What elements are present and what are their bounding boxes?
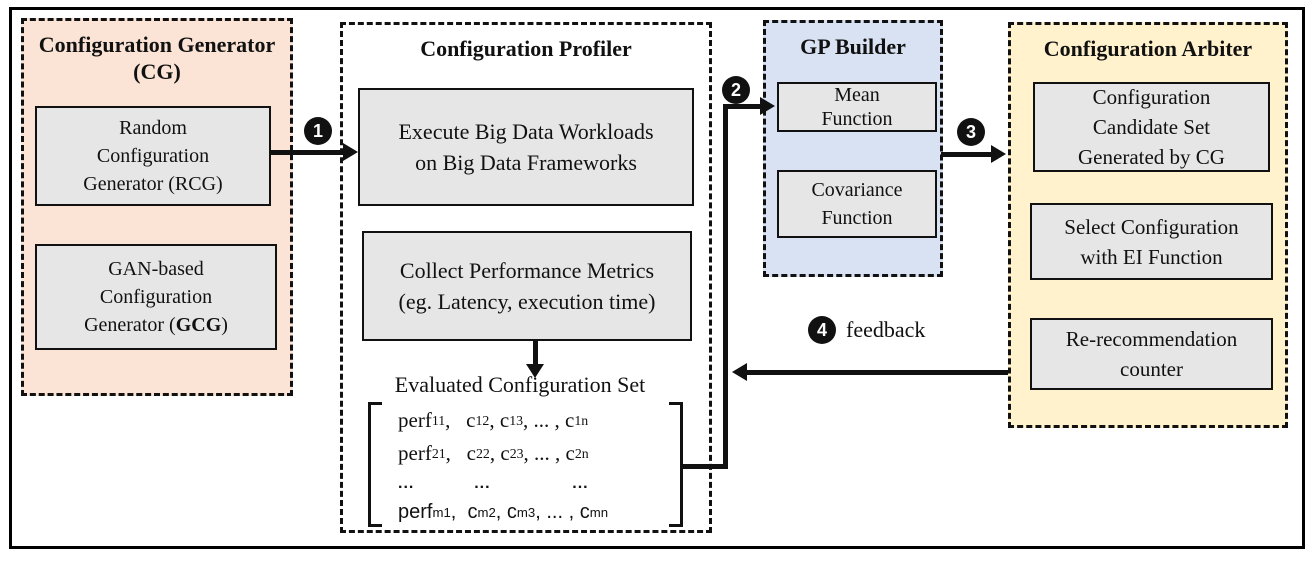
step1-arrow-line — [271, 150, 347, 155]
feedback-arrowhead-icon — [732, 363, 747, 381]
counter-line1: Re-recommendation — [1065, 327, 1238, 351]
step3-badge: 3 — [957, 118, 985, 146]
gp-builder-panel-title: GP Builder — [800, 34, 906, 59]
arbiter-panel-title: Configuration Arbiter — [1043, 36, 1253, 61]
collect-metrics-box: Collect Performance Metrics (eg. Latency… — [362, 231, 692, 341]
collect-to-set-arrow-line — [533, 341, 538, 367]
covariance-line1: Covariance — [811, 179, 903, 201]
candidate-line2: Candidate Set — [1092, 115, 1211, 139]
rcg-line3: Generator (RCG) — [83, 173, 223, 195]
covariance-line2: Function — [821, 207, 893, 229]
mean-line2: Function — [821, 108, 893, 130]
step3-arrow-line — [941, 152, 994, 157]
rcg-box: Random Configuration Generator (RCG) — [35, 106, 271, 206]
step2-arrow-top-segment — [723, 104, 762, 109]
select-line1: Select Configuration — [1064, 214, 1239, 239]
gcg-line1: GAN-based — [108, 258, 204, 280]
execute-workloads-box: Execute Big Data Workloads on Big Data F… — [358, 88, 694, 206]
gcg-box: GAN-based Configuration Generator (GCG) — [35, 244, 277, 350]
gcg-line3: Generator (GCG) — [84, 314, 228, 336]
profiler-panel-title: Configuration Profiler — [420, 36, 632, 61]
step2-badge: 2 — [722, 76, 750, 104]
execute-line2: on Big Data Frameworks — [415, 150, 637, 175]
mean-line1: Mean — [834, 84, 880, 106]
feedback-arrow-line — [745, 370, 1008, 375]
rerecommendation-counter-box: Re-recommendation counter — [1030, 318, 1273, 390]
matrix-row-ellipsis: ... ... ... — [398, 474, 589, 492]
step3-arrowhead-icon — [991, 145, 1006, 163]
select-configuration-box: Select Configuration with EI Function — [1030, 203, 1273, 280]
panel-configuration-generator: Configuration Generator (CG) Random Conf… — [21, 18, 293, 396]
panel-configuration-profiler: Configuration Profiler Execute Big Data … — [340, 22, 712, 533]
step2-arrowhead-icon — [760, 97, 775, 115]
cg-title-line1: Configuration Generator — [38, 32, 276, 57]
evaluated-configuration-set-label: Evaluated Configuration Set — [394, 372, 646, 397]
collect-to-set-arrowhead-icon — [526, 364, 544, 378]
select-line2: with EI Function — [1080, 244, 1223, 269]
candidate-line3: Generated by CG — [1078, 145, 1225, 169]
collect-line1: Collect Performance Metrics — [399, 258, 655, 283]
feedback-label: feedback — [846, 317, 926, 342]
rcg-line1: Random — [119, 117, 187, 139]
outer-frame — [9, 7, 1305, 549]
step4-badge: 4 — [808, 316, 836, 344]
step1-arrowhead-icon — [343, 143, 358, 161]
step1-badge: 1 — [304, 117, 332, 145]
cg-panel-title: Configuration Generator (CG) — [24, 31, 290, 85]
candidate-line1: Configuration — [1092, 85, 1211, 109]
panel-configuration-arbiter: Configuration Arbiter Configuration Cand… — [1008, 22, 1288, 428]
collect-line2: (eg. Latency, execution time) — [398, 289, 656, 314]
counter-line2: counter — [1120, 357, 1183, 381]
gcg-line2: Configuration — [99, 286, 213, 308]
rcg-line2: Configuration — [96, 145, 210, 167]
candidate-set-box: Configuration Candidate Set Generated by… — [1033, 82, 1270, 172]
step2-arrow-vertical-segment — [723, 104, 728, 469]
covariance-function-box: Covariance Function — [777, 170, 937, 238]
mean-function-box: Mean Function — [777, 82, 937, 132]
panel-gp-builder: GP Builder Mean Function Covariance Func… — [763, 20, 943, 277]
matrix-bracket-left — [368, 402, 382, 527]
step2-arrow-bottom-segment — [681, 464, 728, 469]
execute-line1: Execute Big Data Workloads — [398, 119, 654, 144]
cg-title-line2: (CG) — [133, 59, 181, 84]
